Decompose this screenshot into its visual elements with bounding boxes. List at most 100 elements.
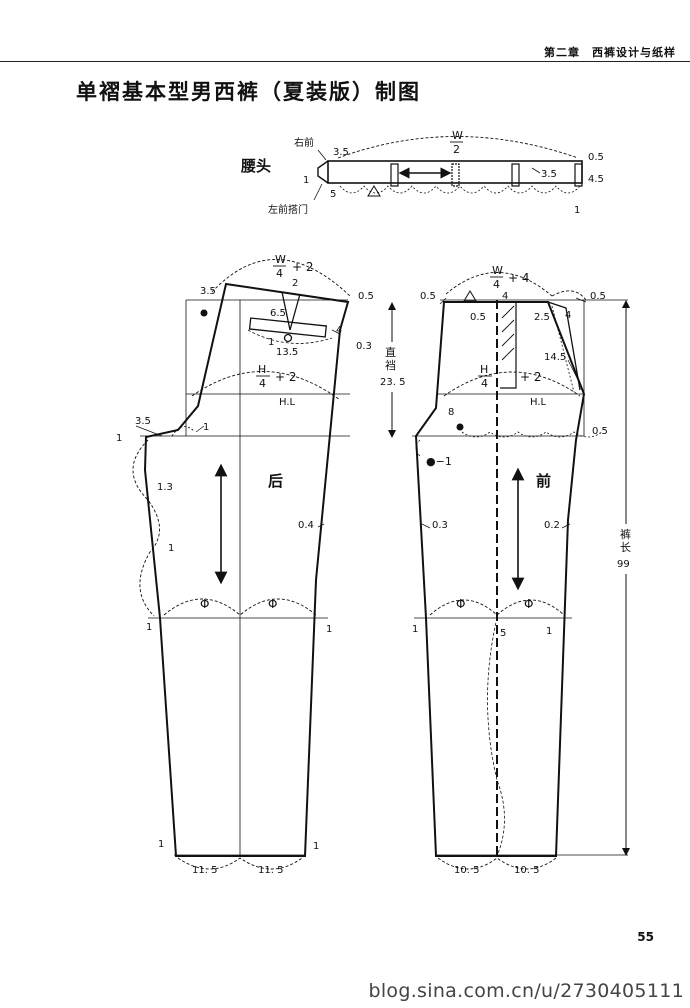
leader-line	[421, 523, 431, 529]
back-knee-symbol: Φ	[268, 597, 277, 611]
front-crease-curve	[487, 617, 505, 857]
waistband-dim: 4.5	[588, 174, 604, 185]
leader-line	[317, 523, 325, 528]
front-dim: 0.5	[590, 291, 606, 302]
back-dim: 1	[158, 839, 164, 850]
back-hip-den: 4	[259, 377, 266, 390]
waistband-dim: 5	[330, 189, 336, 200]
notch-mark-icon	[463, 290, 477, 302]
front-knee-arc	[429, 599, 565, 616]
front-inseam-arc	[415, 439, 421, 457]
leader-line	[135, 425, 163, 437]
back-waist-num: W	[275, 253, 286, 266]
back-dart	[281, 291, 301, 331]
back-hip-num: H	[258, 363, 266, 376]
belt-loop	[390, 163, 399, 187]
header-rule	[0, 61, 690, 62]
front-hip-add: + 2	[520, 370, 542, 384]
back-hip-add: + 2	[275, 370, 297, 384]
front-dot-mark	[456, 423, 464, 431]
back-hip-line-label: H.L	[279, 397, 296, 408]
leader-line	[331, 329, 341, 335]
front-knee-symbol: Φ	[524, 597, 533, 611]
back-hem-dim: 11. 5	[192, 865, 217, 876]
back-dim: 1	[146, 622, 152, 633]
back-knee-symbol: Φ	[200, 597, 209, 611]
front-dim: 5	[500, 628, 506, 639]
waistband-label: 腰头	[240, 157, 271, 175]
page-number: 55	[637, 930, 654, 944]
back-dim: 0.5	[358, 291, 374, 302]
waistband-dim: 3.5	[333, 147, 349, 158]
front-hip-den: 4	[481, 377, 488, 390]
back-waist-arc	[211, 259, 351, 297]
front-dim: 2.5	[534, 312, 550, 323]
back-piece-group	[132, 259, 351, 870]
waistband-left-tab	[317, 160, 329, 184]
length-value: 99	[617, 559, 630, 570]
front-dim: 0.5	[420, 291, 436, 302]
front-dim: 0.5	[470, 312, 486, 323]
back-pocket	[248, 317, 328, 338]
back-dim: 1	[268, 337, 274, 348]
back-inseam-arc	[132, 439, 160, 617]
front-dim: 14.5	[544, 352, 566, 363]
back-crotch-arc	[171, 426, 195, 437]
leader-line	[317, 149, 327, 161]
front-piece-group	[412, 272, 628, 870]
leader-line	[439, 297, 447, 305]
belt-loop	[574, 163, 583, 187]
back-dim: 3.5	[135, 416, 151, 427]
front-side-pocket	[547, 301, 581, 391]
length-label-bg	[612, 524, 642, 574]
front-hip-num: H	[480, 363, 488, 376]
belt-loop	[511, 163, 520, 187]
waistband-dim: 3.5	[541, 169, 557, 180]
front-waist-num: W	[492, 264, 503, 277]
front-dim: 0.5	[592, 426, 608, 437]
back-dim: 0.3	[356, 341, 372, 352]
back-dim: 1	[203, 422, 209, 433]
page-title: 单褶基本型男西裤（夏装版）制图	[76, 80, 421, 104]
front-dim: 1	[412, 624, 418, 635]
waistband-dim: 0.5	[588, 152, 604, 163]
waist-dimension-arc	[337, 136, 579, 159]
back-dot-mark	[200, 309, 208, 317]
back-dim: 1	[168, 543, 174, 554]
watermark-url: blog.sina.com.cn/u/2730405111	[368, 980, 684, 1002]
back-waist-add: + 2	[292, 260, 314, 274]
leader-line	[313, 183, 323, 201]
back-hem-dim: 11. 5	[258, 865, 283, 876]
leader-line	[561, 523, 571, 529]
length-label: 裤	[620, 527, 631, 541]
front-waist-arc	[445, 272, 553, 297]
front-dim: 4	[565, 310, 571, 321]
leader-line	[575, 297, 587, 303]
back-hip-arc	[191, 371, 341, 401]
right-front-label: 右前	[294, 136, 314, 149]
front-waist-den: 4	[493, 278, 500, 291]
front-hip-arc	[443, 371, 581, 397]
front-dim: 4	[502, 291, 508, 302]
belt-loop	[451, 163, 460, 187]
front-dim: 1	[546, 626, 552, 637]
back-waist-den: 4	[276, 267, 283, 280]
front-hem-dim: 10. 5	[454, 865, 479, 876]
waistband-scallop-line	[339, 185, 581, 194]
rise-value: 23. 5	[380, 377, 405, 388]
leader-line	[531, 167, 541, 174]
length-label: 长	[620, 541, 631, 554]
waistband-group	[313, 136, 583, 201]
pleat-hatching	[501, 305, 515, 361]
back-dim: 0.4	[298, 520, 314, 531]
back-knee-arc	[163, 598, 317, 616]
buttonhole-icon	[283, 333, 293, 343]
waistband-dim: 1	[303, 175, 309, 186]
back-dim: 1	[313, 841, 319, 852]
front-dim: ●−1	[426, 455, 452, 468]
front-outline	[414, 301, 586, 857]
front-waist-add: + 4	[508, 271, 530, 285]
back-piece-label: 后	[268, 472, 283, 490]
rise-label-bg	[378, 342, 406, 392]
waistband-dim: 1	[574, 205, 580, 216]
